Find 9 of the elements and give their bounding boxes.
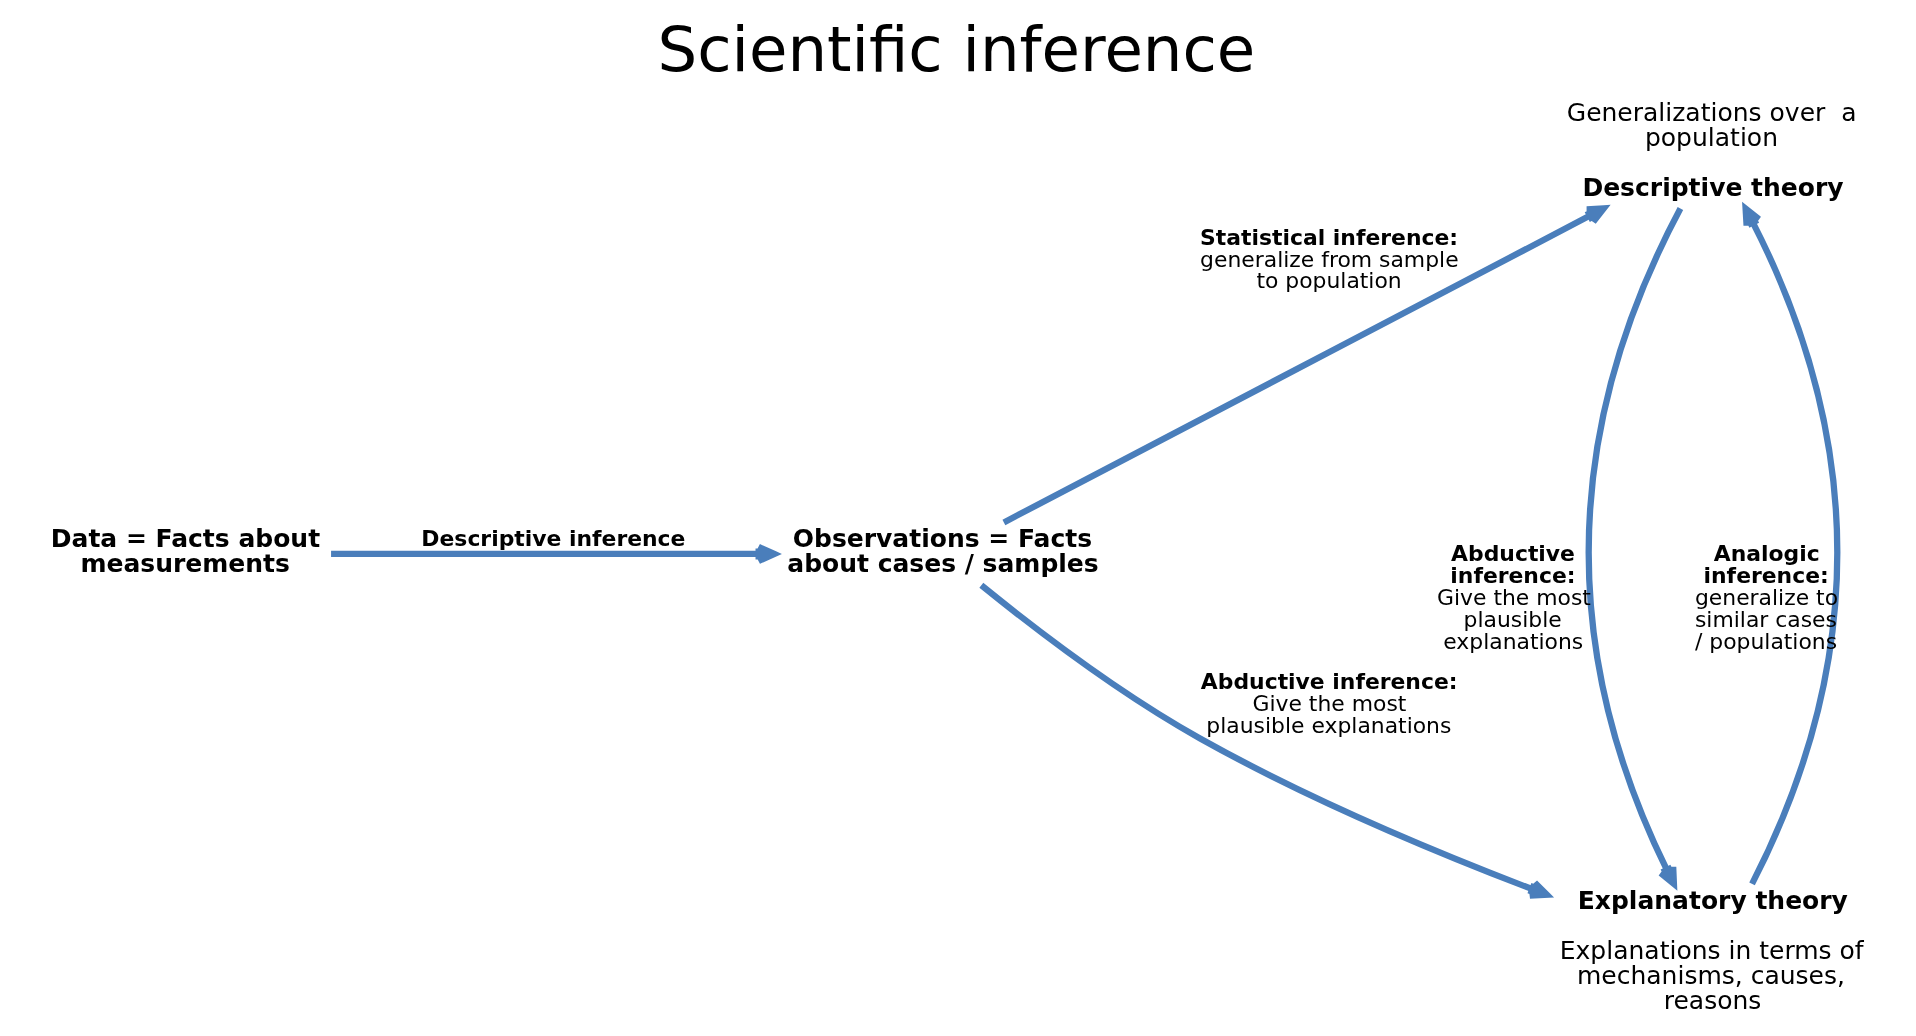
node-text: Data = Facts about measurements xyxy=(50,524,320,579)
edge-label: Statistical inference: generalize from sample to population xyxy=(1199,224,1459,294)
node-text: Generalizations over a population Descriptive theory xyxy=(1566,97,1857,202)
arrow xyxy=(1585,207,1683,888)
edge-label: Abductive inference: Give the most plausible explanations xyxy=(1200,668,1458,738)
node-text: Observations = Facts about cases / samples xyxy=(786,524,1099,579)
diagram-title: Scientific inference xyxy=(656,12,1255,86)
edge-label: Descriptive inference xyxy=(420,526,685,552)
node-text: Explanatory theory Explanations in terms of mechanisms, causes, reasons xyxy=(1559,885,1864,1015)
